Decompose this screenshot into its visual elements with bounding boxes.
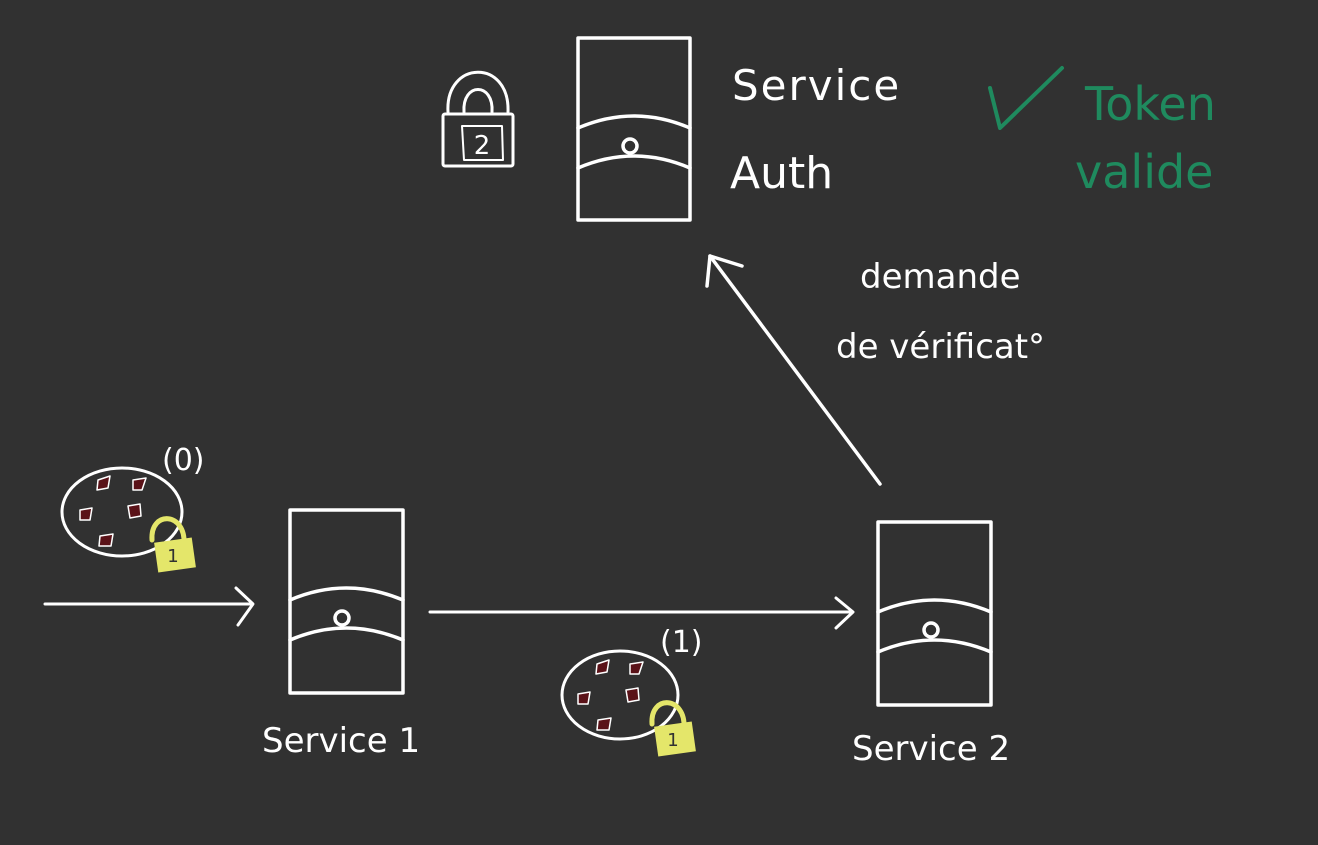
auth-service-label-line2: Auth xyxy=(730,148,833,199)
cookie-lock-icon xyxy=(149,516,196,573)
token-valid-line1: Token xyxy=(1084,77,1216,131)
token-valid-line2: valide xyxy=(1075,145,1213,199)
step1-label: (1) xyxy=(660,625,703,660)
service2-server-icon xyxy=(876,520,993,707)
auth-service-label-line1: Service xyxy=(732,61,901,110)
verification-arrow xyxy=(705,254,882,486)
step0-label: (0) xyxy=(162,443,205,478)
incoming-arrow xyxy=(43,586,255,627)
cookie-lock-mark: 1 xyxy=(667,730,678,751)
checkmark-icon xyxy=(988,66,1064,130)
request-label-line2: de vérificat° xyxy=(836,327,1045,367)
padlock-mark: 2 xyxy=(474,131,491,161)
forward-arrow xyxy=(428,596,855,630)
service2-label: Service 2 xyxy=(852,729,1010,769)
service1-label: Service 1 xyxy=(262,721,420,761)
cookie-icon xyxy=(560,649,680,741)
request-label-line1: demande xyxy=(860,257,1021,297)
padlock-icon xyxy=(441,70,515,168)
cookie-lock-mark: 1 xyxy=(167,546,178,567)
cookie-icon xyxy=(60,466,184,558)
cookie-lock-icon xyxy=(649,700,696,757)
auth-server-icon xyxy=(576,36,692,222)
service1-server-icon xyxy=(288,508,405,695)
